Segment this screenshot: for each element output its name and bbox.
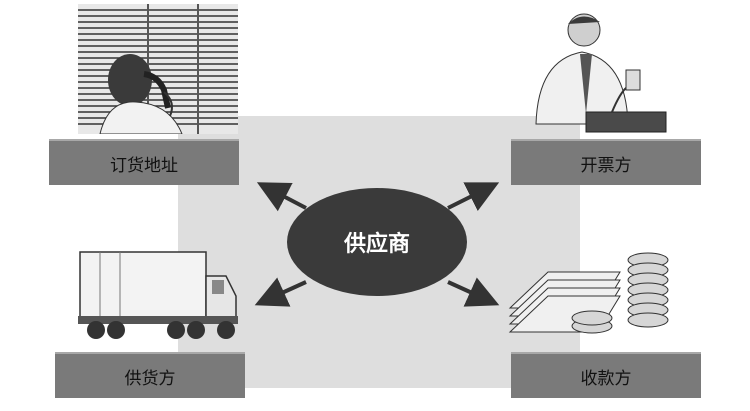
- delivering-party-box: 供货方: [55, 352, 245, 398]
- order-address-box: 订货地址: [49, 139, 239, 185]
- invoicing-party-box: 开票方: [511, 139, 701, 185]
- order-address-label: 订货地址: [110, 151, 178, 176]
- arrow-to-bottom-right: [448, 282, 492, 302]
- payee-box: 收款方: [511, 352, 701, 398]
- payee-label: 收款方: [581, 364, 632, 389]
- supplier-label: 供应商: [344, 226, 410, 258]
- delivering-party-label: 供货方: [125, 364, 176, 389]
- supplier-ellipse: 供应商: [287, 188, 467, 296]
- arrow-to-top-right: [448, 186, 492, 208]
- arrow-to-top-left: [264, 186, 306, 208]
- invoicing-party-label: 开票方: [581, 151, 632, 176]
- arrow-to-bottom-left: [262, 282, 306, 302]
